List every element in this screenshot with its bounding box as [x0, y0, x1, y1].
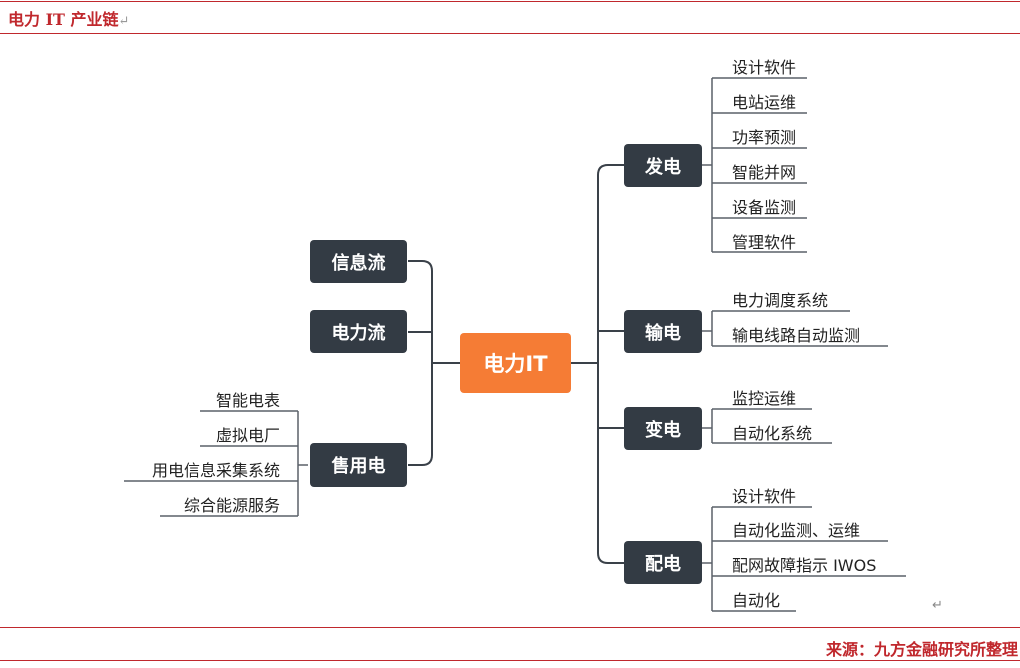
source-note: 来源：九方金融研究所整理 [825, 640, 1018, 659]
leaf-peidian-3: 配网故障指示 IWOS [732, 556, 877, 575]
branch-node-dianliliu: 电力流 [310, 310, 407, 353]
leaf-shouyongdian-3: 用电信息采集系统 [151, 461, 280, 480]
branch-node-shouyongdian: 售用电 [310, 443, 407, 487]
branch-node-xinxiliu: 信息流 [310, 240, 407, 283]
branch-node-label: 发电 [645, 156, 681, 178]
branch-node-biandian: 变电 [624, 407, 702, 450]
page-title: 电力 IT 产业链↵ [8, 6, 129, 30]
leaf-fadian-1: 设计软件 [732, 58, 797, 77]
branch-node-peidian: 配电 [624, 541, 702, 584]
header-rule-top [0, 1, 1020, 2]
connector-shouyongdian [408, 454, 433, 466]
leaf-shudian-2: 输电线路自动监测 [732, 326, 861, 345]
return-mark-icon: ↵ [118, 14, 130, 29]
footer-rule-bottom [0, 660, 1020, 661]
leaf-shouyongdian-1: 智能电表 [215, 391, 280, 410]
return-mark-icon: ↵ [932, 598, 943, 613]
leaf-peidian-2: 自动化监测、运维 [732, 521, 861, 540]
leaf-fadian-3: 功率预测 [732, 128, 797, 147]
leaf-shouyongdian-2: 虚拟电厂 [215, 426, 280, 445]
connector-xinxiliu [408, 260, 433, 272]
branch-node-label: 电力流 [331, 322, 386, 344]
branch-node-label: 信息流 [331, 252, 386, 274]
leaf-fadian-4: 智能并网 [732, 163, 797, 182]
leaf-fadian-6: 管理软件 [732, 233, 797, 252]
branch-node-label: 输电 [645, 322, 681, 344]
branch-node-fadian: 发电 [624, 144, 702, 187]
leaf-fadian-2: 电站运维 [732, 93, 797, 112]
center-node: 电力IT [460, 333, 571, 393]
leaf-peidian-4: 自动化 [732, 591, 781, 610]
leaf-biandian-2: 自动化系统 [732, 424, 813, 443]
connector-peidian [597, 552, 624, 564]
branch-node-label: 售用电 [331, 456, 386, 477]
leaf-biandian-1: 监控运维 [732, 389, 797, 408]
center-node-label: 电力IT [483, 352, 548, 376]
leaf-shouyongdian-4: 综合能源服务 [183, 496, 280, 515]
branch-node-label: 变电 [645, 419, 681, 441]
page-title-text: 电力 IT 产业链 [8, 10, 119, 29]
leaf-peidian-1: 设计软件 [732, 487, 797, 506]
branch-node-shudian: 输电 [624, 310, 702, 353]
leaf-shudian-1: 电力调度系统 [732, 291, 829, 310]
branch-node-label: 配电 [645, 553, 681, 575]
leaf-fadian-5: 设备监测 [732, 198, 797, 217]
header-rule-bottom [0, 33, 1020, 34]
connector-fadian [597, 164, 624, 176]
footer-rule-top [0, 627, 1020, 628]
